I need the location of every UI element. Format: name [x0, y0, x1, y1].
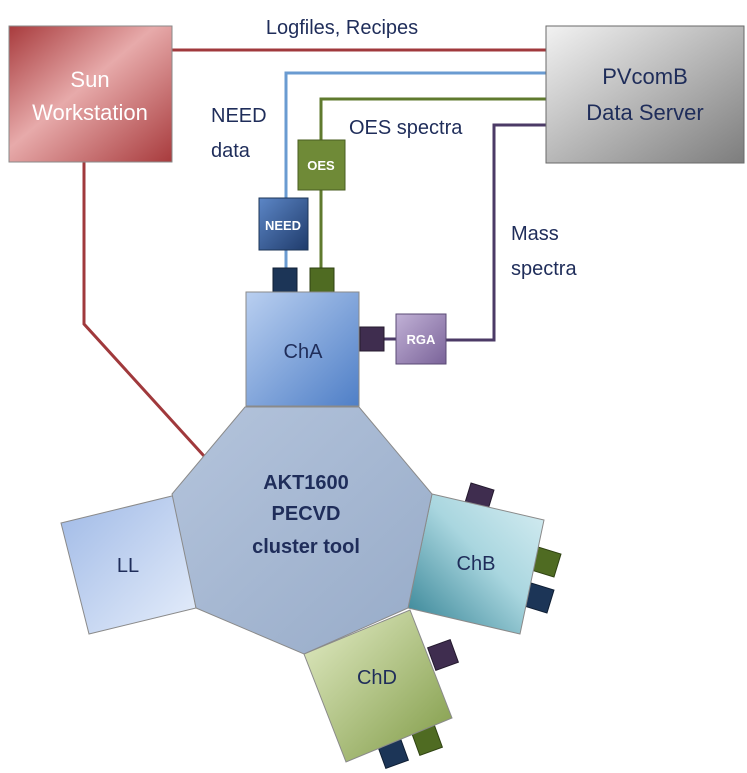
- connections: [82, 48, 546, 458]
- sun-workstation: Sun Workstation: [8, 25, 173, 163]
- mass-spectra-label-2: spectra: [511, 258, 577, 280]
- chamber-d: ChD: [303, 609, 453, 763]
- need-data-label-1: NEED: [211, 105, 267, 127]
- logfiles-recipes-label: Logfiles, Recipes: [266, 17, 418, 39]
- chamber-b: ChB: [407, 493, 545, 635]
- mass-spectra-label-1: Mass: [511, 223, 559, 245]
- sun-workstation-label-2: Workstation: [32, 100, 148, 125]
- need-data-label-2: data: [211, 140, 251, 162]
- oes-module: OES: [297, 139, 346, 191]
- need-label: NEED: [265, 218, 301, 233]
- oes-spectra-label: OES spectra: [349, 117, 463, 139]
- server-label-1: PVcomB: [602, 64, 688, 89]
- server-label-2: Data Server: [586, 100, 703, 125]
- pvcomb-data-server: PVcomB Data Server: [545, 25, 745, 164]
- load-lock: LL: [60, 494, 197, 635]
- cluster-tool-octagon: AKT1600 PECVD cluster tool: [171, 406, 433, 655]
- chamber-a-label: ChA: [284, 341, 324, 363]
- cluster-tool-label-2: PECVD: [272, 503, 341, 525]
- need-module: NEED: [258, 197, 309, 251]
- cha-oes-port: [309, 267, 335, 293]
- cha-need-port: [272, 267, 298, 293]
- need-data-line: [284, 71, 546, 198]
- load-lock-label: LL: [117, 555, 139, 577]
- mass-spectra-line: [446, 123, 546, 342]
- rga-module: RGA: [395, 313, 447, 365]
- chd-purple-port: [426, 638, 460, 672]
- sun-workstation-label-1: Sun: [70, 67, 109, 92]
- sun-to-cluster-line: [82, 162, 206, 458]
- oes-label: OES: [307, 158, 335, 173]
- chamber-d-label: ChD: [357, 667, 397, 689]
- cluster-tool-label-3: cluster tool: [252, 536, 360, 558]
- oes-spectra-line: [319, 97, 546, 140]
- rga-label: RGA: [407, 332, 437, 347]
- chamber-a: ChA: [245, 291, 360, 407]
- cluster-tool-label-1: AKT1600: [263, 472, 349, 494]
- chamber-b-label: ChB: [457, 553, 496, 575]
- cha-rga-port: [359, 326, 385, 352]
